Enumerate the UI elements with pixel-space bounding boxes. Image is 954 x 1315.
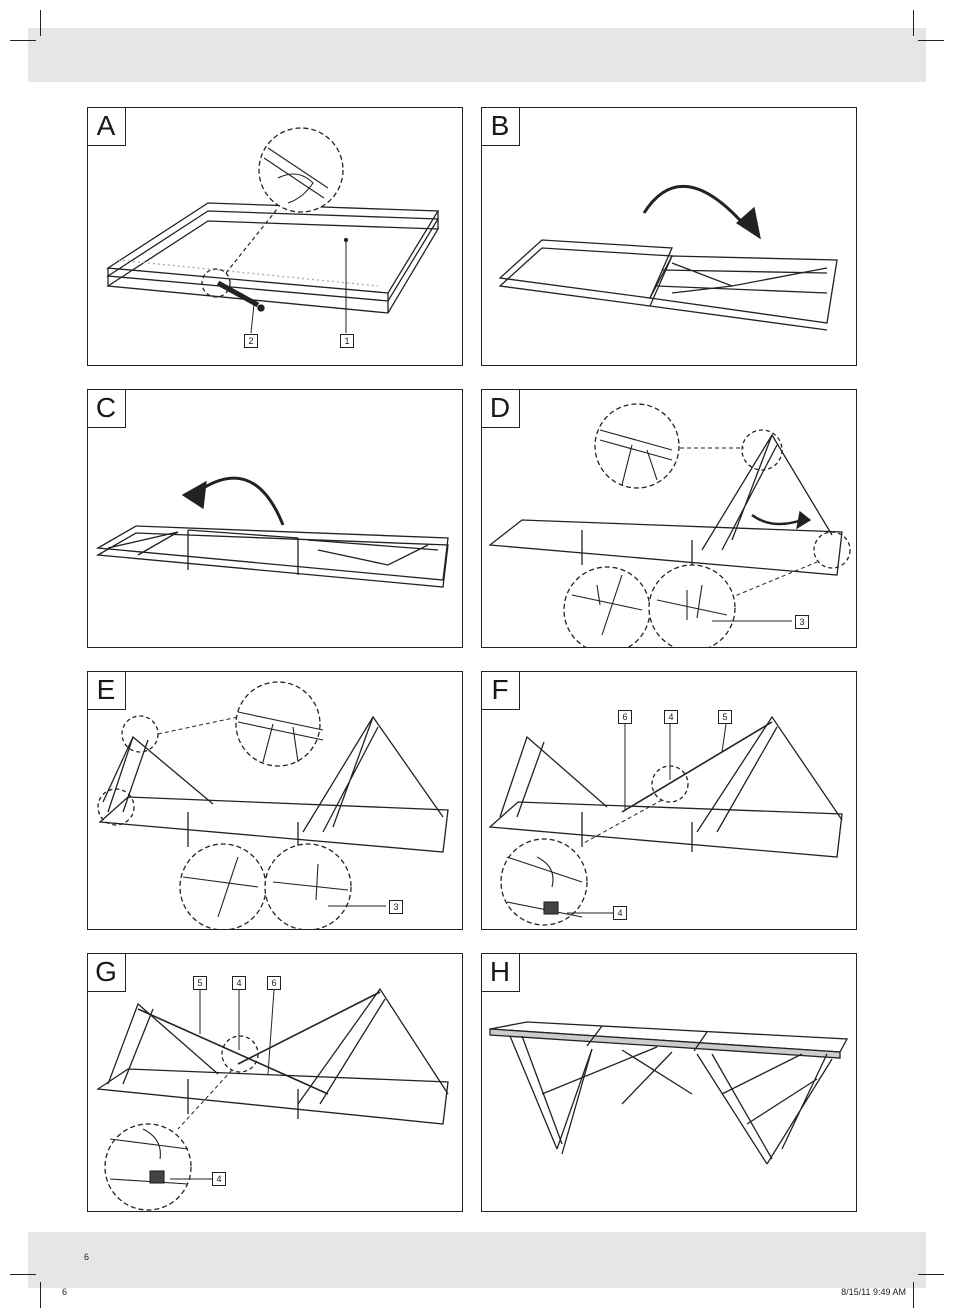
crop-mark (913, 1282, 914, 1308)
second-frame-raising-illustration (88, 672, 463, 930)
panel-letter: E (87, 671, 126, 710)
callout-label: 5 (193, 976, 207, 990)
panel-letter: B (481, 107, 520, 146)
panel-h: H (481, 953, 857, 1212)
callout-label: 4 (664, 710, 678, 724)
crop-mark (10, 1274, 36, 1275)
panel-e: E 3 (87, 671, 463, 930)
callout-label: 5 (718, 710, 732, 724)
table-folded-illustration (88, 108, 463, 366)
crop-mark (40, 1282, 41, 1308)
slug-page: 6 (62, 1287, 67, 1297)
frame-raising-illustration (482, 390, 857, 648)
callout-label: 6 (618, 710, 632, 724)
panel-letter: A (87, 107, 126, 146)
panel-f: F 6 4 5 4 (481, 671, 857, 930)
callout-label: 1 (340, 334, 354, 348)
callout-label: 4 (613, 906, 627, 920)
panel-letter: D (481, 389, 520, 428)
panel-letter: C (87, 389, 126, 428)
panel-a: A 2 1 (87, 107, 463, 366)
crop-mark (10, 40, 36, 41)
callout-label: 6 (267, 976, 281, 990)
callout-label: 2 (244, 334, 258, 348)
panel-letter: G (87, 953, 126, 992)
slug-timestamp: 8/15/11 9:49 AM (841, 1287, 906, 1297)
callout-label: 3 (795, 615, 809, 629)
panel-letter: H (481, 953, 520, 992)
panel-g: G 5 4 6 4 (87, 953, 463, 1212)
table-unfolding-illustration (482, 108, 857, 366)
page-number: 6 (84, 1252, 89, 1262)
crop-mark (918, 40, 944, 41)
table-assembled-illustration (482, 954, 857, 1212)
panel-b: B (481, 107, 857, 366)
footer-band (28, 1232, 926, 1288)
panel-d: D 3 (481, 389, 857, 648)
brace-locking-illustration (88, 954, 463, 1212)
crop-mark (40, 10, 41, 36)
callout-label: 4 (212, 1172, 226, 1186)
callout-label: 3 (389, 900, 403, 914)
crop-mark (913, 10, 914, 36)
header-band (28, 28, 926, 82)
panel-c: C (87, 389, 463, 648)
callout-label: 4 (232, 976, 246, 990)
panel-letter: F (481, 671, 520, 710)
table-frame-flat-illustration (88, 390, 463, 648)
crop-mark (918, 1274, 944, 1275)
